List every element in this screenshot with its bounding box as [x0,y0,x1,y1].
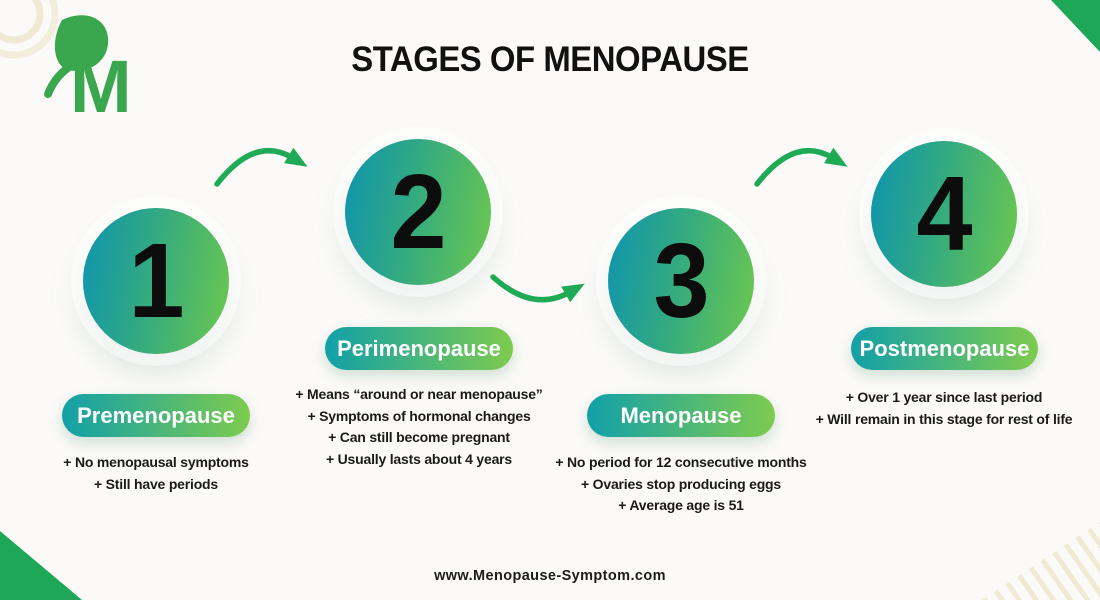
corner-triangle-bottom-left [0,531,82,600]
menopause-symptom-logo: M [44,15,132,118]
bullet-line: + No menopausal symptoms [63,454,249,470]
stage-label-postmenopause: Postmenopause [851,327,1038,370]
stage-circle-4: 4 [871,141,1017,287]
stage-bullets-postmenopause: + Over 1 year since last period + Will r… [784,387,1100,430]
stage-bullets-menopause: + No period for 12 consecutive months + … [521,452,841,517]
logo-letter: M [70,45,132,118]
bullet-line: + Still have periods [94,475,218,492]
stage-number-4: 4 [915,155,972,273]
stage-bullets-premenopause: + No menopausal symptoms + Still have pe… [6,452,306,495]
stage-circle-2: 2 [345,139,491,285]
stage-circle-1: 1 [83,208,229,354]
bullet-line: + Means “around or near menopause” [295,386,543,402]
bullet-line: + Ovaries stop producing eggs [581,475,781,492]
website-url: www.Menopause-Symptom.com [434,568,666,584]
stage-bullets-perimenopause: + Means “around or near menopause” + Sym… [269,384,569,470]
arrow-2-to-3-icon [490,274,585,303]
bullet-line: + Will remain in this stage for rest of … [815,410,1073,427]
leaf-icon [54,15,109,71]
stage-label-premenopause: Premenopause [62,394,250,437]
page-title: STAGES OF MENOPAUSE [351,40,749,79]
corner-arcs-top-left [0,0,59,59]
arrow-3-to-4-icon [754,147,848,187]
bullet-line: + Usually lasts about 4 years [325,450,513,467]
stage-number-2: 2 [389,153,446,271]
stage-number-3: 3 [652,222,709,340]
stage-number-1: 1 [127,222,184,340]
bullet-line: + Can still become pregnant [328,429,510,445]
stage-circle-3: 3 [608,208,754,354]
stage-label-menopause: Menopause [587,394,775,437]
bullet-line: + Average age is 51 [618,497,744,513]
bullet-line: + No period for 12 consecutive months [555,454,807,470]
corner-stripes-bottom-right [982,522,1100,600]
bullet-line: + Symptoms of hormonal changes [307,407,531,424]
bullet-line: + Over 1 year since last period [845,389,1043,405]
stage-label-perimenopause: Perimenopause [325,327,513,370]
arrow-1-to-2-icon [214,147,308,187]
